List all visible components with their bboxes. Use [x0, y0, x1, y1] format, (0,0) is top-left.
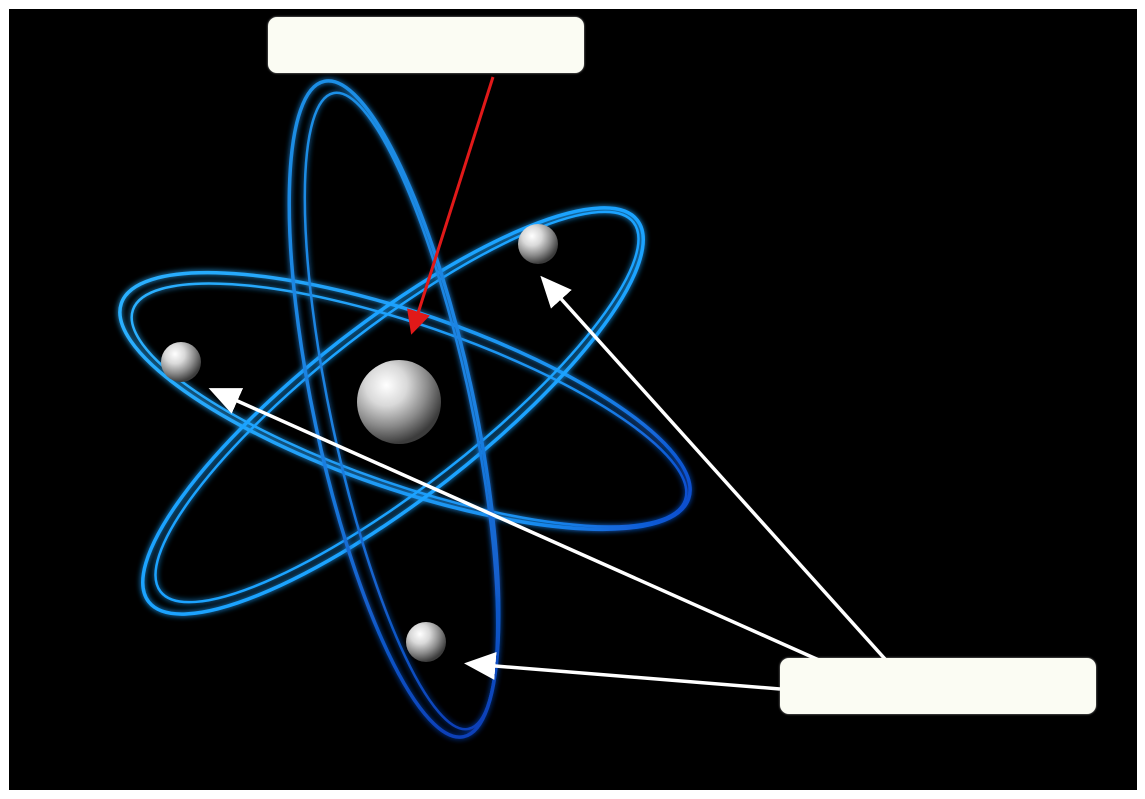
- electron-pointer-arrow-left: [215, 391, 821, 661]
- electrons-label-box[interactable]: [780, 658, 1096, 714]
- electron-pointer-arrow-bottom: [471, 664, 780, 689]
- nucleus-label-box[interactable]: [268, 17, 584, 73]
- electron-bottom: [406, 622, 446, 662]
- atom-diagram: [9, 9, 1137, 790]
- electron-top-right: [518, 224, 558, 264]
- electron-pointer-arrow-top: [545, 281, 885, 659]
- electron-left: [161, 342, 201, 382]
- nucleus: [357, 360, 441, 444]
- nucleus-pointer-arrow: [413, 77, 493, 329]
